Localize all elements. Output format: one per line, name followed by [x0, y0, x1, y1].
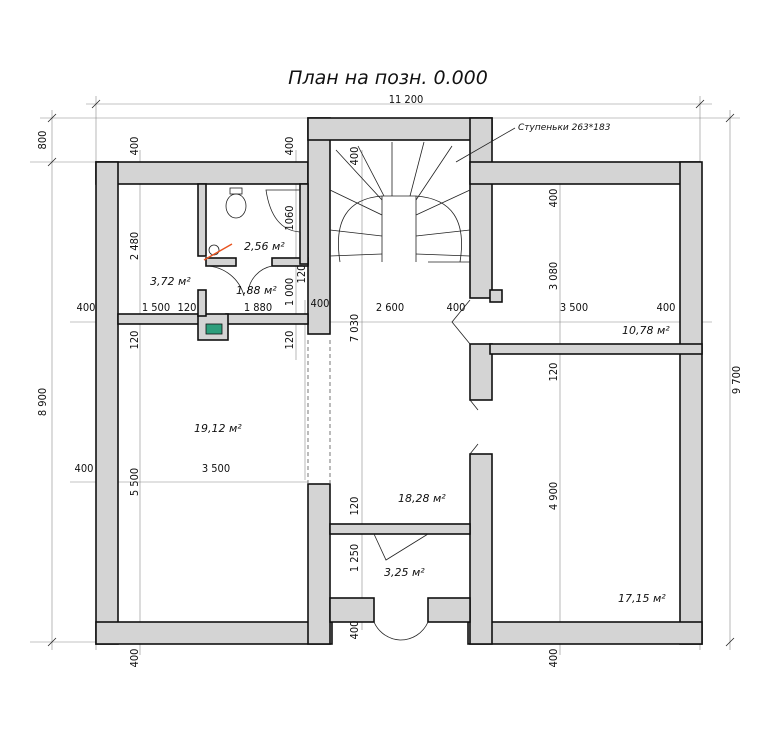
bathroom-fixtures: [203, 187, 301, 335]
area-corridor-small: 1,88 м²: [236, 284, 277, 297]
area-storage: 3,72 м²: [150, 275, 191, 288]
dim-4900: 4 900: [547, 482, 560, 510]
dim-120-c: 120: [128, 331, 141, 350]
dim-400-left-mid: 400: [75, 462, 94, 475]
dim-120-f: 120: [348, 497, 361, 516]
doors: [205, 265, 479, 641]
dim-3080: 3 080: [547, 262, 560, 290]
plan-title: План на позн. 0.000: [288, 67, 488, 89]
staircase: [329, 127, 516, 263]
dim-400-bottom-right: 400: [547, 649, 560, 668]
dim-400-top-left: 400: [128, 137, 141, 156]
area-wc: 2,56 м²: [244, 240, 285, 253]
dim-120-d: 120: [283, 331, 296, 350]
dim-1250: 1 250: [348, 544, 361, 572]
dim-3500-bottom: 3 500: [202, 462, 230, 475]
dim-120-a: 120: [295, 265, 308, 284]
area-hall: 18,28 м²: [398, 492, 446, 505]
dim-overall-width: 11 200: [389, 93, 424, 106]
stairs-note: Ступеньки 263*183: [518, 123, 611, 133]
dim-1060: 1060: [283, 205, 296, 230]
dim-400-stair: 400: [348, 147, 361, 166]
dim-400-bottom-left: 400: [128, 649, 141, 668]
dim-400-right-top: 400: [547, 189, 560, 208]
dim-400-bottom-mid: 400: [348, 621, 361, 640]
dim-120-e: 120: [547, 363, 560, 382]
dim-7030: 7 030: [348, 314, 361, 342]
dim-top-offset: 800: [36, 131, 49, 150]
dim-400-right: 400: [657, 301, 676, 314]
dim-400-mid: 400: [311, 297, 330, 310]
dim-3500-top: 3 500: [560, 301, 588, 314]
dim-120-b: 120: [178, 301, 197, 314]
dim-1880: 1 880: [244, 301, 272, 314]
dim-5500: 5 500: [128, 468, 141, 496]
dim-1000: 1 000: [283, 278, 296, 306]
area-room-left: 19,12 м²: [194, 422, 242, 435]
dim-1500: 1 500: [142, 301, 170, 314]
dim-overall-height-right: 9 700: [730, 366, 743, 394]
dim-400-top-mid: 400: [283, 137, 296, 156]
dim-overall-height-left: 8 900: [36, 388, 49, 416]
dim-400-hall: 400: [447, 301, 466, 314]
area-room-right-bottom: 17,15 м²: [618, 592, 666, 605]
area-room-right-top: 10,78 м²: [622, 324, 670, 337]
area-vestibule: 3,25 м²: [384, 566, 425, 579]
walls: [95, 117, 703, 645]
dim-400-left: 400: [77, 301, 96, 314]
dim-2600: 2 600: [376, 301, 404, 314]
dim-2480: 2 480: [128, 232, 141, 260]
